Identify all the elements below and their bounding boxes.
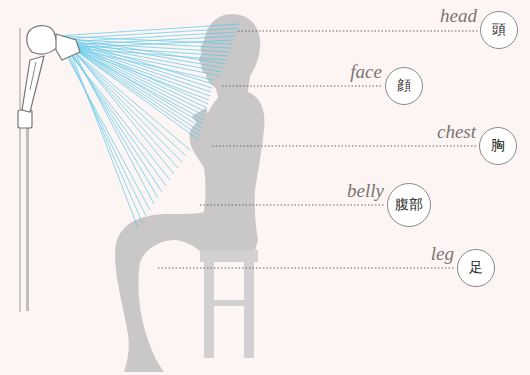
japanese-label: 胸 [491, 137, 505, 155]
japanese-label: 顔 [397, 77, 411, 95]
japanese-label: 頭 [492, 21, 506, 39]
water-ray [64, 42, 201, 132]
english-label: belly [347, 180, 384, 202]
label-circle: face顔 [385, 67, 423, 105]
stool [200, 250, 258, 358]
label-circle: chest胸 [479, 127, 517, 165]
water-ray [68, 45, 200, 136]
water-ray [68, 45, 138, 228]
water-ray [56, 36, 208, 104]
water-ray [72, 48, 154, 204]
water-ray [60, 39, 207, 108]
wall-line [20, 28, 21, 312]
water-ray [64, 42, 206, 112]
japanese-label: 足 [469, 259, 483, 277]
leader-lines [158, 31, 478, 268]
english-label: head [440, 5, 477, 27]
label-circle: head頭 [480, 11, 518, 49]
english-label: chest [437, 121, 476, 143]
water-ray [60, 39, 166, 186]
woman-silhouette [115, 14, 264, 372]
label-circle: leg足 [457, 249, 495, 287]
water-ray [64, 42, 142, 222]
water-ray [72, 48, 174, 174]
english-label: leg [431, 243, 454, 265]
water-ray [60, 39, 146, 216]
shower-head [18, 26, 80, 311]
water-ray [64, 42, 162, 192]
english-label: face [350, 61, 382, 83]
water-ray [56, 36, 150, 210]
water-rays [56, 24, 240, 228]
japanese-label: 腹部 [395, 196, 423, 214]
label-circle: belly腹部 [387, 183, 431, 227]
water-ray [68, 45, 158, 198]
